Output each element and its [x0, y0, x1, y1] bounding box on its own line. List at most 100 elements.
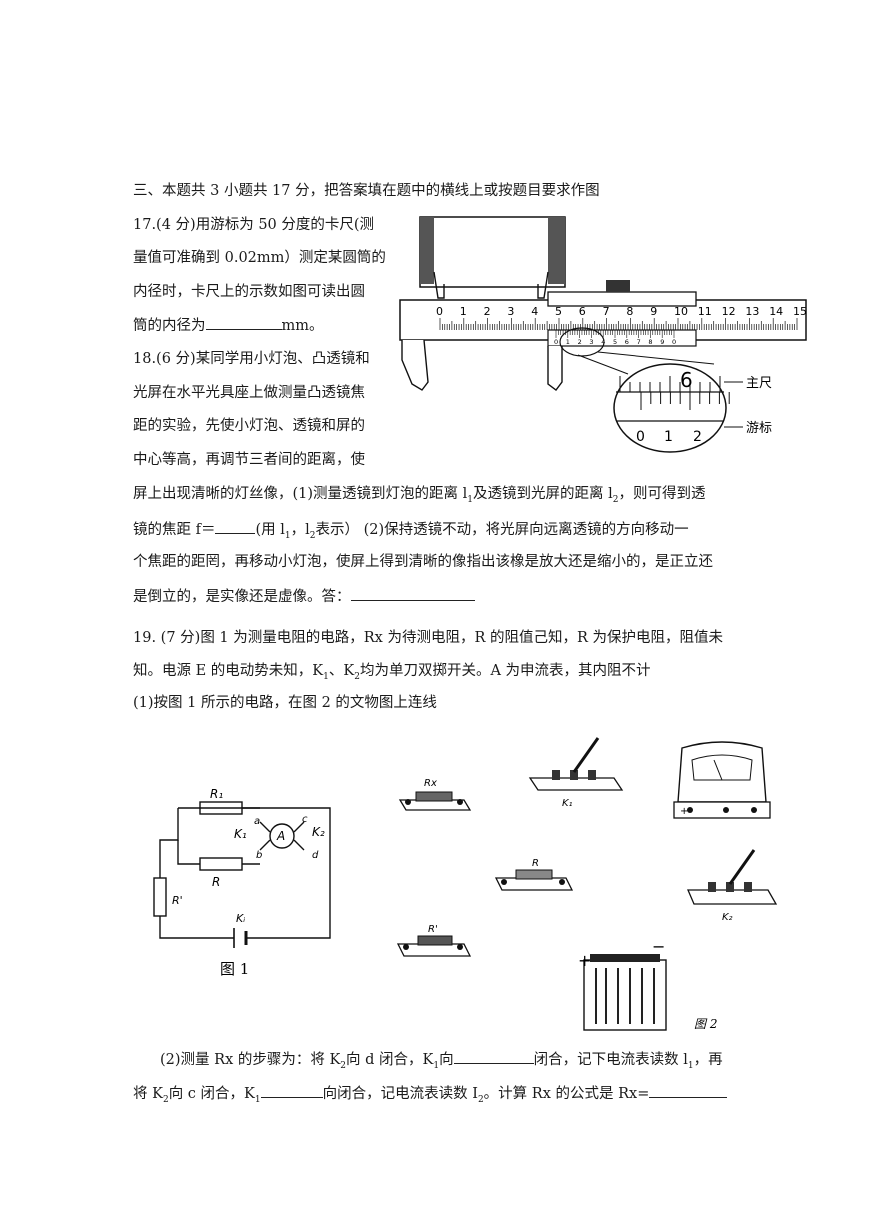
vernier-tick-label: 7 — [637, 338, 641, 346]
text: ，则可得到透 — [618, 486, 706, 502]
fig2-meter-plus: + — [680, 806, 688, 817]
fig2-k2-switch: K₂ — [687, 849, 778, 923]
main-tick-label: 13 — [745, 305, 759, 318]
q19-formula-blank[interactable] — [649, 1083, 728, 1098]
main-tick-label: 8 — [626, 305, 633, 318]
fig1-label-r1: R₁ — [210, 787, 223, 801]
vernier-tick-label: 4 — [601, 338, 605, 346]
magnifier-main-label: 6 — [680, 368, 693, 392]
q19-line-1: 19. (7 分)图 1 为测量电阻的电路，Rx 为待测电阻，R 的阻值己知，R… — [133, 630, 724, 646]
fig1-label-e: Kᵢ — [236, 912, 245, 925]
magnifier-vernier-label-0: 0 — [636, 429, 645, 445]
q19-line-3: (1)按图 1 所示的电路，在图 2 的文物图上连线 — [133, 695, 437, 711]
sub: 2 — [162, 1094, 169, 1105]
text: ，l — [290, 522, 310, 538]
fig1-label-rp: R' — [172, 894, 183, 907]
main-tick-label: 2 — [484, 305, 491, 318]
main-tick-label: 7 — [603, 305, 610, 318]
text: 向 d 闭合，K — [346, 1052, 434, 1068]
text: 向 — [439, 1052, 454, 1068]
main-tick-label: 14 — [769, 305, 783, 318]
main-tick-label: 1 — [460, 305, 467, 318]
fig1-label-a: a — [254, 816, 260, 827]
fig2-battery-minus: − — [652, 937, 665, 956]
fig1-circuit: R₁ a c K₁ K₂ A b d R R' Kᵢ 图 1 — [153, 787, 331, 978]
text: 是倒立的，是实像还是虚像。答： — [133, 589, 351, 605]
text: 将 K — [133, 1086, 163, 1102]
fig1-label-r: R — [212, 875, 220, 889]
main-tick-label: 0 — [436, 305, 443, 318]
fig2-label-r: R — [532, 858, 539, 869]
magnifier-vernier-label-2: 2 — [693, 429, 702, 445]
fig2-battery: + − — [578, 937, 667, 1031]
q19-k1-blank-2[interactable] — [260, 1083, 323, 1098]
magnifier-ticks — [619, 376, 730, 410]
q17-answer-blank[interactable] — [205, 315, 282, 330]
fig2-label-rx: Rx — [424, 778, 437, 789]
q18-line-4: 中心等高，再调节三者间的距离，使 — [133, 452, 365, 468]
fig1-label-k2: K₂ — [312, 825, 325, 839]
q18-line-3: 距的实验，先使小灯泡、透镜和屏的 — [133, 418, 365, 434]
q19-k1-blank-1[interactable] — [453, 1049, 534, 1064]
fig1-label-c: c — [302, 814, 308, 825]
q19-line-4: (2)测量 Rx 的步骤为：将 K2向 d 闭合，K1向闭合，记下电流表读数 l… — [160, 1049, 723, 1076]
sub: 2 — [612, 494, 619, 505]
q18-line-7: 个焦距的距罔，再移动小灯泡，使屏上得到清晰的像指出该橡是放大还是缩小的，是正立还 — [133, 554, 713, 570]
fig2-caption: 图 2 — [694, 1017, 717, 1031]
vernier-tick-label: 6 — [625, 338, 629, 346]
text: 知。电源 E 的电动势未知，K — [133, 663, 324, 679]
text: 。计算 Rx 的公式是 Rx= — [483, 1086, 650, 1102]
main-tick-label: 11 — [698, 305, 712, 318]
label-main-scale: 主尺 — [746, 376, 772, 391]
caliper-lower-jaws — [401, 339, 563, 391]
sub: 2 — [340, 1060, 347, 1071]
main-tick-label: 6 — [579, 305, 586, 318]
text: 屏上出现清晰的灯丝像，(1)测量透镜到灯泡的距离 l — [133, 486, 468, 502]
text: (用 l — [255, 522, 285, 538]
sub: 1 — [284, 530, 291, 541]
text: 及透镜到光屏的距离 l — [473, 486, 613, 502]
text: 均为单刀双掷开关。A 为申流表，其内阻不计 — [359, 663, 651, 679]
vernier-tick-label: 3 — [589, 338, 593, 346]
caliper-upper-jaws — [419, 216, 566, 299]
text: 、K — [328, 663, 355, 679]
text: 表示） (2)保持透镜不动，将光屏向远离透镜的方向移动一 — [315, 522, 689, 538]
fig2-k1-switch: K₁ — [528, 737, 624, 809]
fig2-ammeter: + — [673, 741, 771, 819]
label-vernier-scale: 游标 — [746, 421, 772, 436]
fig2-rx-resistor: Rx — [398, 778, 472, 811]
q19-line-2: 知。电源 E 的电动势未知，K1、K2均为单刀双掷开关。A 为申流表，其内阻不计 — [133, 661, 651, 687]
text: 向闭合，记电流表读数 I — [322, 1086, 478, 1102]
q18-answer-blank[interactable] — [350, 586, 475, 601]
fig2-label-k1: K₁ — [562, 798, 573, 809]
sub: 1 — [323, 671, 329, 682]
fig1-label-b: b — [256, 850, 262, 861]
text: 向 c 闭合，K — [168, 1086, 255, 1102]
fig2-r-resistor: R — [494, 858, 574, 891]
fig2-battery-plus: + — [578, 951, 591, 970]
main-tick-label: 9 — [650, 305, 657, 318]
main-tick-label: 15 — [793, 305, 807, 318]
main-tick-label: 12 — [722, 305, 736, 318]
vernier-tick-label: 0 — [554, 338, 558, 346]
q17-unit: mm。 — [281, 318, 324, 334]
q18-line-2: 光屏在水平光具座上做测量凸透镜焦 — [133, 385, 365, 401]
magnifier-vernier-label-1: 1 — [664, 429, 673, 445]
q18-line-6: 镜的焦距 f＝(用 l1，l2表示） (2)保持透镜不动，将光屏向远离透镜的方向… — [133, 519, 689, 546]
sub: 1 — [254, 1094, 261, 1105]
main-tick-label: 10 — [674, 305, 688, 318]
q18-focal-blank[interactable] — [215, 519, 256, 534]
sub: 2 — [309, 530, 316, 541]
q17-line-1: 17.(4 分)用游标为 50 分度的卡尺(测 — [133, 217, 375, 233]
q18-line-8: 是倒立的，是实像还是虚像。答： — [133, 586, 475, 607]
main-tick-label: 5 — [555, 305, 562, 318]
vernier-tick-label: 0 — [672, 338, 676, 346]
main-tick-label: 4 — [531, 305, 538, 318]
text: 闭合，记下电流表读数 l — [533, 1052, 688, 1068]
q18-line-1: 18.(6 分)某同学用小灯泡、凸透镜和 — [133, 351, 370, 367]
